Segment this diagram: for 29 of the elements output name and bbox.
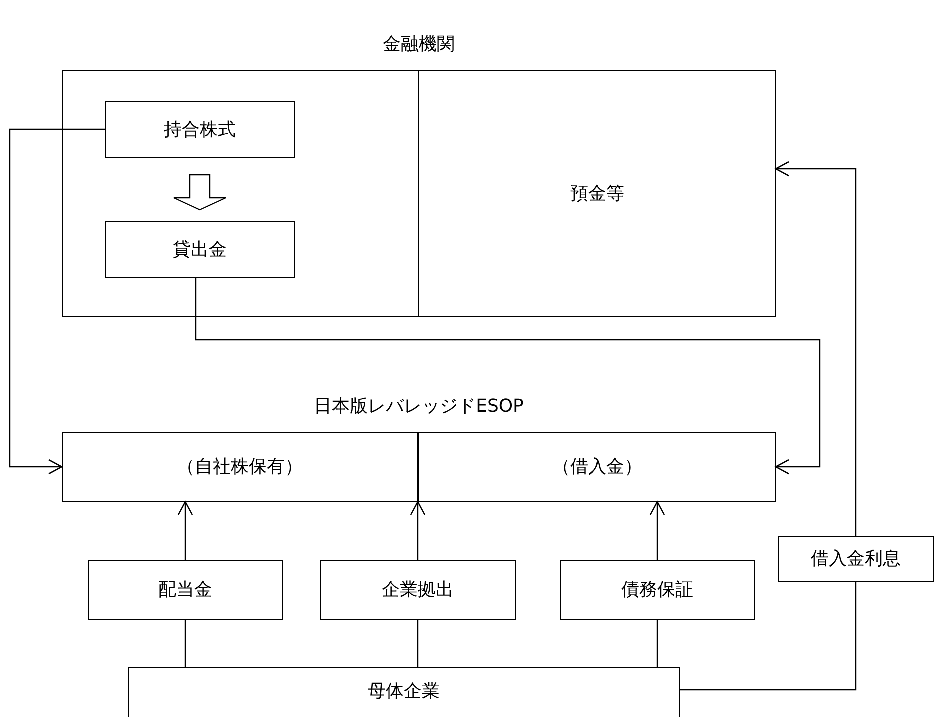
label-box [778,536,934,582]
arrow [195,278,821,475]
node-label: （自社株保有） [176,456,304,480]
node-label: 持合株式 [163,118,237,142]
label-box [320,560,516,620]
connector-line [417,620,419,667]
node-label: （借入金） [552,456,644,480]
connector-line [656,620,658,667]
connector-line [184,620,186,667]
label-box [105,101,295,158]
node-label: 配当金 [158,578,214,602]
node-label: 貸出金 [172,238,228,262]
label-box [88,560,283,620]
label-box [105,221,295,278]
block-arrow [173,174,227,211]
arrow [410,501,426,560]
node-label: 母体企業 [367,680,441,704]
node-label: 債務保証 [620,578,694,602]
heading: 日本版レバレッジドESOP [313,395,525,419]
heading: 金融機関 [382,33,456,57]
connector-line [680,582,857,691]
arrow [9,128,105,475]
node-label: 預金等 [570,182,626,206]
arrow [650,501,666,560]
node-label: 企業拠出 [381,578,455,602]
arrow [775,161,857,536]
label-box [560,560,755,620]
node-label: 借入金利息 [810,548,902,572]
arrow [178,501,194,560]
